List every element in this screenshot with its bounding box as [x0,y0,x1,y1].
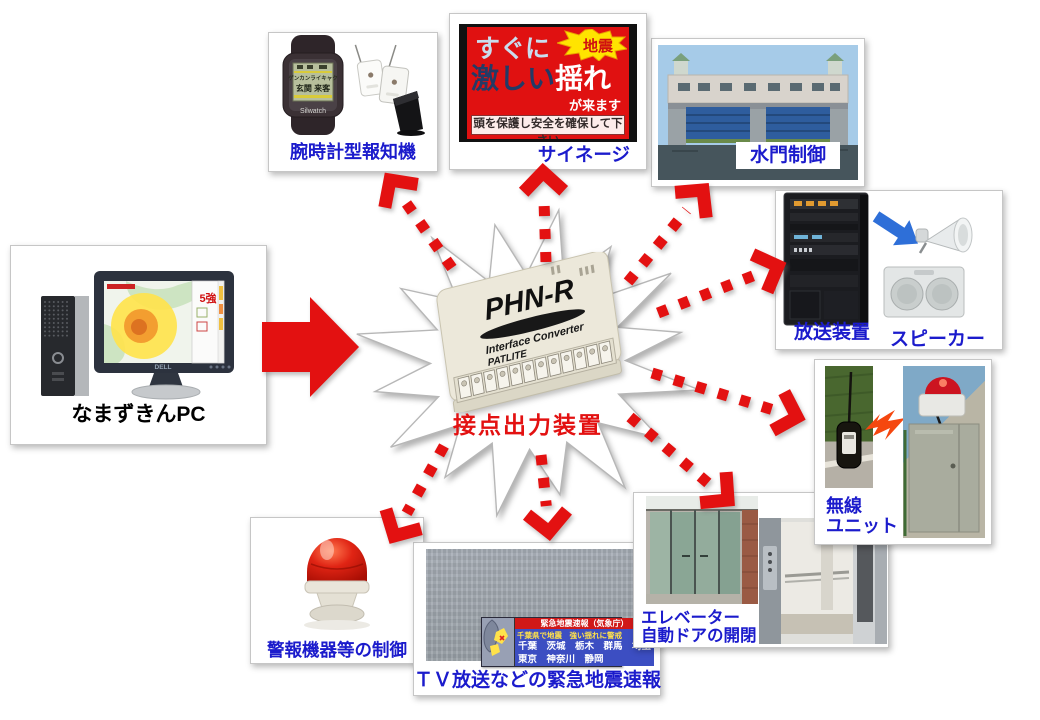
pc-label: なまずきんPC [71,403,206,426]
brick-column [742,510,758,604]
control-cabinet [908,423,980,533]
watch-lcd-line2: 玄関 来客 [296,83,331,93]
alarm-beacon-photo [304,538,370,630]
watch-lcd-line1: ゲンカンライキャク [288,74,338,82]
watch-lcd [292,62,334,102]
hub-vent-marks [550,264,595,277]
alarm-card: 警報機器等の制御 [250,517,424,664]
pier [668,109,686,145]
wireless-label-line2: ユニット [826,516,898,536]
screen-intensity-text: 5強 [199,291,216,305]
sluice-card: 水門制御 [651,38,865,187]
broadcast-rack-label: 放送装置 [794,322,871,343]
eew-prefectures-row1: 千葉 茨城 栃木 群馬 埼玉 [518,641,652,652]
signage-line4: 頭を保護し安全を確保して下さい [471,115,625,139]
signage-line2: 激しい揺れ [471,63,612,94]
watch-label: 腕時計型報知機 [290,142,416,162]
hub-label: 接点出力装置 [453,412,603,438]
monitor-brand-text: DELL [155,364,172,371]
signage-burst-text: 地震 [582,38,613,55]
radio-lightning-icon [865,410,905,440]
eew-minimap [482,618,515,666]
signage-card: すぐに 地震 激しい揺れ が来ます 頭を保護し安全を確保して下さい サイネージ [449,13,647,170]
rack-to-speaker-arrow [872,211,918,246]
quake-burst-icon [557,29,627,61]
eew-overlay: 緊急地震速報（気象庁） 千葉県で地震 強い揺れに警戒 千葉 茨城 栃木 群馬 埼… [481,617,655,667]
tv-aerial-photo: 緊急地震速報（気象庁） 千葉県で地震 強い揺れに警戒 千葉 茨城 栃木 群馬 埼… [426,549,655,667]
eew-header: 緊急地震速報（気象庁） [515,618,655,629]
watch-brand-text: Silwatch [300,108,326,115]
pc-tower-side [75,296,89,396]
antenna [847,371,853,425]
red-beacon [304,538,370,630]
signage-line3: が来ます [568,98,621,113]
wireless-label-line1: 無線 [826,496,862,516]
pc-tower [41,296,75,396]
watch-photo: ゲンカンライキャク 玄関 来客 Silwatch [282,35,425,136]
dashed-arrow-2-head [518,162,569,197]
sluice-label: 水門制御 [736,142,840,169]
broadcast-rack [783,192,869,326]
pager-cradle [393,91,425,136]
tv-card: 緊急地震速報（気象庁） 千葉県で地震 強い揺れに警戒 千葉 茨城 栃木 群馬 埼… [413,542,661,696]
glass-panels [650,510,740,596]
broadcast-card: 放送装置 スピーカー [775,190,1003,350]
eew-prefectures-row2: 東京 神奈川 静岡 [518,653,604,665]
contact-output-device-illustration: PHN-R Interface Converter PATLITE [436,252,622,412]
beacon-base [918,393,966,417]
signage-red-panel: すぐに 地震 激しい揺れ が来ます 頭を保護し安全を確保して下さい [467,27,629,139]
dashed-arrow-5-head [769,389,806,437]
pc-monitor-stand [149,373,183,387]
eew-text-panel: 緊急地震速報（気象庁） 千葉県で地震 強い揺れに警戒 千葉 茨城 栃木 群馬 埼… [515,618,655,666]
hub-terminals [457,340,613,400]
pc-card: 5強 DELL なまずきんPC [10,245,267,445]
eew-warning: 千葉県で地震 強い揺れに警戒 [517,631,622,640]
wireless-card: 無線 ユニット [814,359,992,545]
pc-tower-vents [44,301,68,337]
signage-label: サイネージ [537,144,630,165]
auto-door-photo [646,496,758,604]
signage-screen: すぐに 地震 激しい揺れ が来ます 頭を保護し安全を確保して下さい [459,24,637,142]
pc-photo: 5強 DELL [41,271,234,400]
tv-label: ＴＶ放送などの緊急地震速報 [414,670,662,691]
elevator-label-line2: 自動ドアの開閉 [641,627,757,645]
signage-line1: すぐに [475,35,551,63]
box-speaker [883,266,965,318]
broadcast-photo [783,192,973,326]
alarm-label: 警報機器等の制御 [267,640,407,660]
watch-card: ゲンカンライキャク 玄関 来客 Silwatch [268,32,438,172]
speaker-label: スピーカー [890,329,986,350]
pc-tower-logo [52,352,64,364]
wireless-transmitter-photo [825,366,873,488]
hub-logo-oval [480,309,586,339]
elevator-label-line1: エレベーター [641,609,740,627]
horn-speaker [915,217,973,254]
wireless-receiver-photo [903,366,985,538]
blue-gates [686,107,830,143]
pager-units [354,44,410,105]
